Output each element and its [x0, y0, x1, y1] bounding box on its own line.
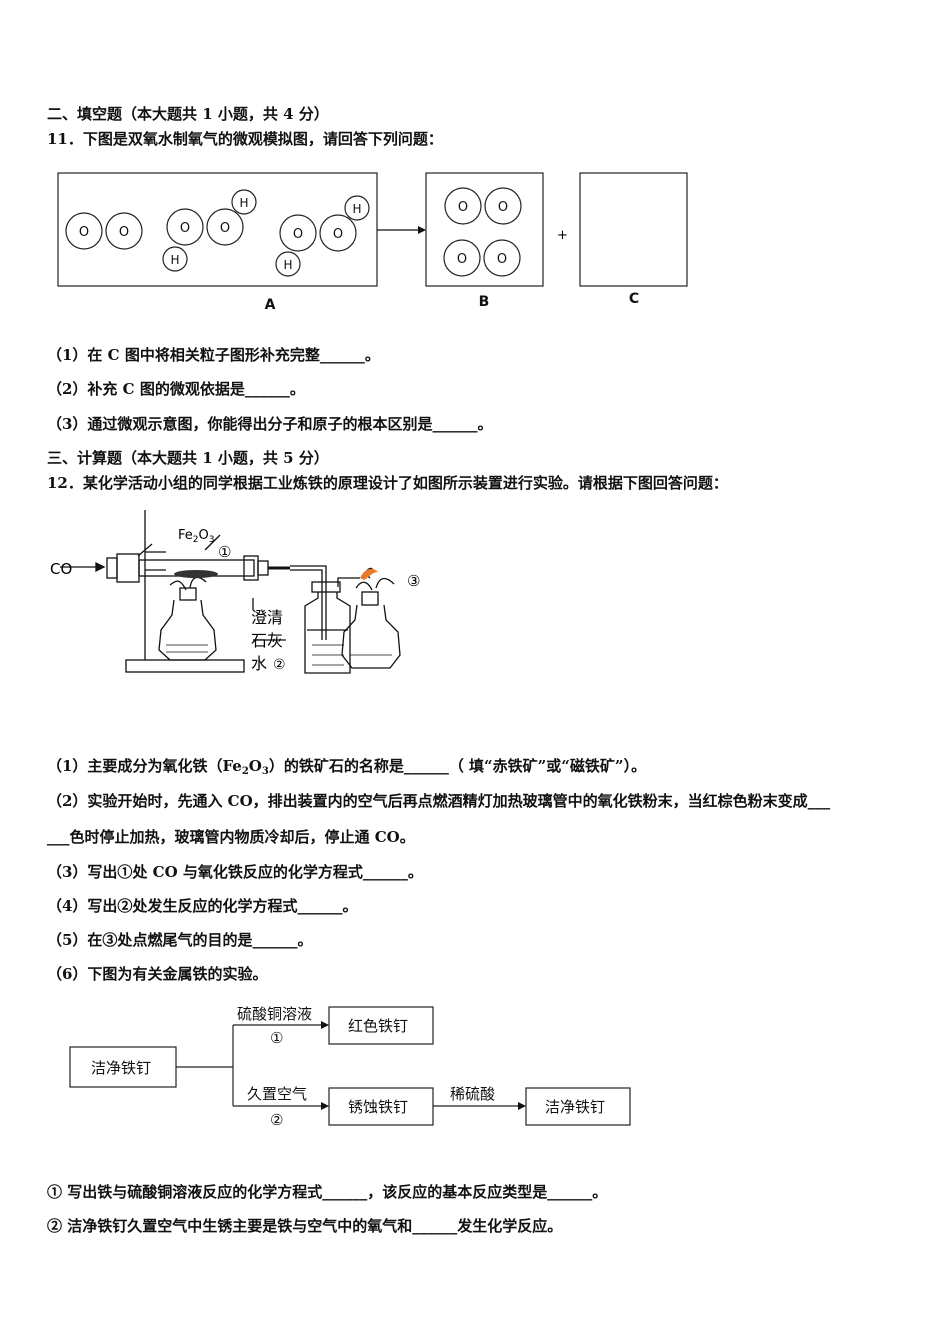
- apparatus-diagram: CO Fe2O3 ① ③ 澄清 石灰 水 ②: [50, 510, 420, 674]
- question-11-stem: 11．下图是双氧水制氧气的微观模拟图，请回答下列问题：: [47, 130, 443, 148]
- atom-o: [444, 187, 482, 225]
- svg-text:O: O: [293, 227, 303, 242]
- q12-final-1: ① 写出铁与硫酸铜溶液反应的化学方程式______，该反应的基本反应类型是___…: [47, 1183, 608, 1201]
- svg-text:H: H: [352, 202, 361, 216]
- q12-sub6: （6）下图为有关金属铁的实验。: [47, 965, 268, 983]
- svg-text:H: H: [170, 253, 179, 267]
- label-b: B: [479, 294, 490, 310]
- section-2-title: 二、填空题（本大题共 1 小题，共 4 分）: [47, 105, 329, 123]
- flow-rusty-nail: 锈蚀铁钉: [348, 1098, 408, 1116]
- atom-o: [484, 187, 522, 225]
- flow-cuso4: 硫酸铜溶液: [237, 1005, 312, 1023]
- plus-sign: +: [557, 228, 568, 243]
- atom-h: [344, 195, 370, 221]
- mark-2: ②: [273, 657, 286, 673]
- flow-mark-1: ①: [270, 1029, 283, 1047]
- svg-text:O: O: [180, 221, 190, 236]
- atom-o: [443, 239, 481, 277]
- svg-text:H: H: [283, 258, 292, 272]
- svg-text:O: O: [498, 200, 508, 215]
- atom-o: [279, 214, 317, 252]
- atom-o: [483, 239, 521, 277]
- q12-sub4: （4）写出②处发生反应的化学方程式______。: [47, 897, 358, 915]
- box-b: [425, 172, 544, 287]
- flow-acid: 稀硫酸: [450, 1085, 495, 1103]
- stand-base: [125, 659, 245, 673]
- q12-sub1: （1）主要成分为氧化铁（Fe2O3）的铁矿石的名称是______（ 填“赤铁矿”…: [47, 757, 647, 777]
- molecule-diagram: + O O O O H H O O H H O O O O A B C: [57, 172, 688, 313]
- svg-text:O: O: [119, 225, 129, 240]
- atom-o: [65, 212, 103, 250]
- flame: [360, 568, 378, 580]
- atom-o: [105, 212, 143, 250]
- question-12-stem: 12．某化学活动小组的同学根据工业炼铁的原理设计了如图所示装置进行实验。请根据下…: [47, 474, 728, 492]
- q11-sub2: （2）补充 C 图的微观依据是______。: [47, 380, 305, 398]
- label-a: A: [265, 297, 276, 313]
- atom-h: [231, 189, 257, 215]
- iron-nail-flowchart: 洁净铁钉 硫酸铜溶液 ① 红色铁钉 久置空气 ② 锈蚀铁钉 稀硫酸 洁净铁钉: [69, 1005, 631, 1129]
- q11-sub1: （1）在 C 图中将相关粒子图形补充完整______。: [47, 346, 380, 364]
- atom-o: [206, 208, 244, 246]
- label-c: C: [629, 291, 639, 307]
- svg-text:O: O: [497, 252, 507, 267]
- fe2o3-powder: [174, 570, 218, 578]
- box-red-nail: [328, 1006, 434, 1045]
- section-3-title: 三、计算题（本大题共 1 小题，共 5 分）: [47, 449, 329, 467]
- atom-h: [162, 246, 188, 272]
- svg-text:O: O: [333, 227, 343, 242]
- q11-sub3: （3）通过微观示意图，你能得出分子和原子的根本区别是______。: [47, 415, 493, 433]
- flow-red-nail: 红色铁钉: [348, 1017, 408, 1035]
- flow-air: 久置空气: [247, 1085, 307, 1103]
- mark-1: ①: [218, 543, 231, 561]
- svg-text:H: H: [239, 196, 248, 210]
- limewater-label-2: 石灰: [251, 631, 283, 650]
- svg-text:O: O: [220, 221, 230, 236]
- flow-clean-nail: 洁净铁钉: [91, 1059, 151, 1077]
- limewater-label-3: 水: [251, 654, 267, 673]
- co-label: CO: [50, 560, 72, 578]
- svg-text:O: O: [458, 200, 468, 215]
- atom-o: [319, 214, 357, 252]
- q12-sub2-line1: （2）实验开始时，先通入 CO，排出装置内的空气后再点燃酒精灯加热玻璃管中的氧化…: [47, 792, 831, 810]
- svg-text:O: O: [79, 225, 89, 240]
- q12-final-2: ② 洁净铁钉久置空气中生锈主要是铁与空气中的氧气和______发生化学反应。: [47, 1217, 563, 1235]
- q12-sub5: （5）在③处点燃尾气的目的是______。: [47, 931, 313, 949]
- box-c: [579, 172, 688, 287]
- q12-sub2-line2: ___色时停止加热，玻璃管内物质冷却后，停止通 CO。: [47, 828, 415, 846]
- liquid-lines: [166, 644, 392, 666]
- fe2o3-label: Fe2O3: [178, 528, 214, 545]
- bottle-stopper: [311, 581, 341, 593]
- limewater-label-1: 澄清: [251, 608, 283, 627]
- flow-clean-nail-2: 洁净铁钉: [545, 1098, 605, 1116]
- q12-sub3: （3）写出①处 CO 与氧化铁反应的化学方程式______。: [47, 863, 423, 881]
- mark-3: ③: [407, 572, 420, 590]
- atom-o: [166, 208, 204, 246]
- box-clean-nail-2: [525, 1087, 631, 1126]
- arrow: [377, 226, 426, 234]
- svg-text:O: O: [457, 252, 467, 267]
- atom-h: [275, 251, 301, 277]
- flow-mark-2: ②: [270, 1111, 283, 1129]
